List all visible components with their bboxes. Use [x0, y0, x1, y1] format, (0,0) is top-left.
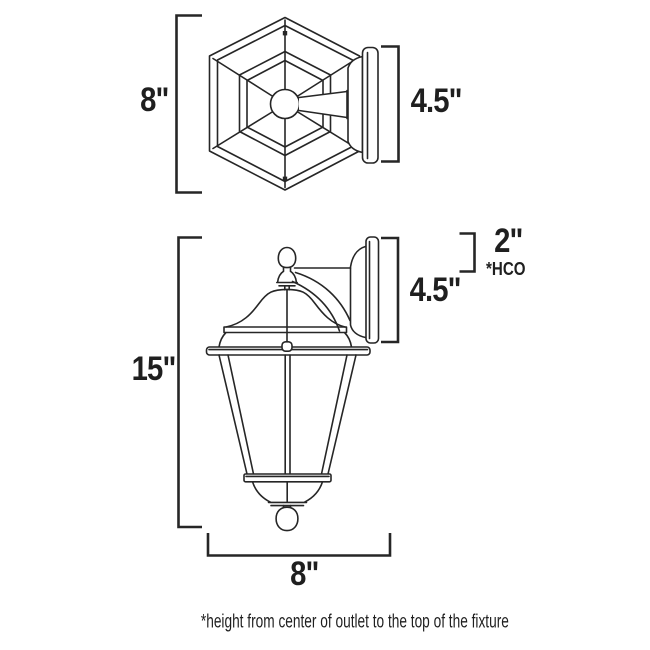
mount-transition [347, 55, 364, 154]
web-spokes [212, 19, 358, 189]
dome-roof [225, 288, 346, 328]
side-view-backplate-bracket [381, 236, 400, 344]
outlet-height-dimension: 2" [494, 222, 523, 260]
side-view-backplate-dimension: 4.5" [409, 271, 462, 309]
skirt [251, 481, 324, 507]
dome-base-band [218, 326, 353, 348]
screw-dot-top [282, 31, 288, 36]
side-view-height-dimension: 15" [131, 350, 177, 388]
top-view-depth-bracket [381, 45, 400, 163]
top-view-height-dimension: 8" [140, 81, 169, 119]
footnote: *height from center of outlet to the top… [200, 611, 509, 633]
wall-plate-side-view [365, 236, 380, 344]
top-finial [276, 246, 298, 343]
top-view-drawing [208, 16, 379, 191]
scroll-arm [291, 267, 352, 332]
wall-plate-profile [349, 245, 367, 339]
wall-plate-top-view [361, 46, 379, 164]
side-view-width-bracket [206, 533, 392, 557]
side-view-drawing [205, 236, 380, 532]
side-view-height-bracket [177, 236, 202, 529]
center-hub [269, 88, 301, 120]
mount-arm [298, 88, 353, 121]
outlet-height-bracket [459, 232, 476, 273]
screw-dot-bottom [282, 176, 288, 181]
glass-body [218, 354, 357, 475]
side-view-width-dimension: 8" [290, 555, 319, 593]
top-view-depth-dimension: 4.5" [410, 82, 463, 120]
arm-fill [299, 91, 347, 118]
outlet-height-abbreviation: *HCO [486, 259, 526, 279]
hexagon-outer [208, 16, 361, 191]
top-view-height-bracket [175, 14, 202, 194]
dimension-brackets [175, 14, 476, 557]
bottom-band [243, 473, 332, 483]
hexagon-inner [216, 24, 354, 183]
bottom-finial [275, 504, 299, 532]
rim-knob [281, 340, 293, 352]
